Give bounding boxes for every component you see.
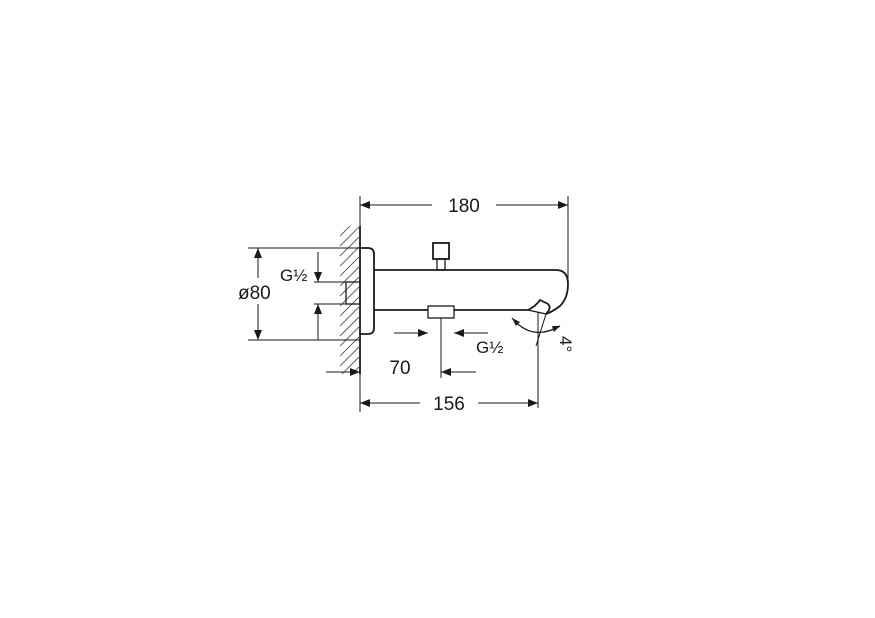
dim-rosette-diameter: ø80 bbox=[238, 283, 271, 304]
diverter-knob-icon bbox=[432, 242, 450, 271]
dim-diverter-offset: 70 bbox=[389, 358, 410, 379]
dimension-180: 180 bbox=[359, 196, 569, 282]
dim-total-length: 180 bbox=[448, 196, 480, 217]
dimension-outlet-thread: G½ bbox=[394, 329, 503, 357]
dimension-angle: 4° bbox=[556, 336, 575, 352]
dimension-diameter: ø80 bbox=[238, 247, 360, 341]
spout-body bbox=[374, 269, 569, 315]
dim-outlet-thread: G½ bbox=[476, 338, 503, 357]
dimension-70: 70 bbox=[326, 358, 476, 379]
dim-wall-thread: G½ bbox=[280, 266, 307, 285]
outlet-connector bbox=[427, 305, 455, 378]
dim-spout-angle: 4° bbox=[556, 336, 575, 352]
dim-spout-length: 156 bbox=[433, 394, 465, 415]
wall-connection bbox=[345, 281, 361, 305]
angle-arc bbox=[511, 312, 561, 408]
rosette bbox=[360, 247, 375, 335]
dimension-wall-thread: G½ bbox=[280, 252, 346, 340]
dimension-156: 156 bbox=[359, 374, 538, 415]
